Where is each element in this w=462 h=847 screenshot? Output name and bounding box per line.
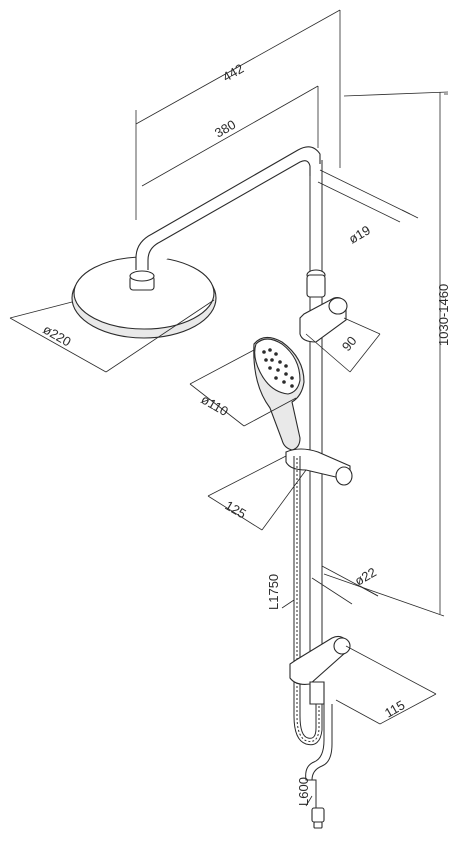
dim-connector-length: L600: [296, 777, 311, 806]
overhead-shower-head: [71, 256, 217, 339]
dim-slider-offset: 125: [223, 498, 249, 522]
shower-arm: [135, 146, 321, 270]
hand-shower: [253, 336, 305, 451]
dim-hose-length: L1750: [266, 574, 281, 610]
upper-holder: [299, 297, 348, 343]
dim-hand-diameter: ø110: [199, 392, 231, 419]
vertical-rail: [306, 160, 326, 666]
spray-nozzles: [262, 348, 294, 388]
dim-head-diameter: ø220: [41, 322, 74, 350]
dim-height-range: 1030-1460: [436, 284, 451, 346]
dim-holder-depth: 90: [339, 333, 360, 354]
dimension-lines: [9, 9, 449, 807]
shower-hose: [293, 456, 323, 746]
slider: [285, 448, 353, 486]
dim-arm-diameter: ø19: [346, 222, 373, 246]
diverter-bracket: [289, 635, 351, 829]
dim-bracket-depth: 115: [382, 697, 407, 720]
dim-arm-length: 380: [212, 117, 238, 141]
